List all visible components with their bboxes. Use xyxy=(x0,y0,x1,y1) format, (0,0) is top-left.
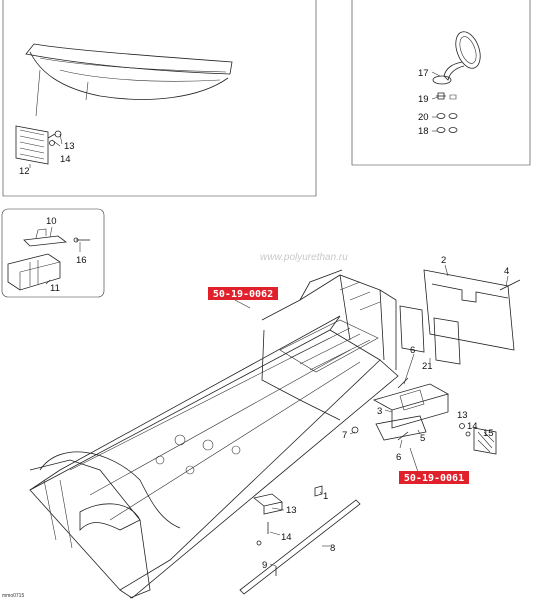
bolt-6-lower xyxy=(397,431,409,441)
callout-14-rear: 14 xyxy=(467,421,478,432)
callout-17: 17 xyxy=(418,68,429,79)
screw-13-rear xyxy=(459,423,465,429)
reflector-12 xyxy=(15,125,49,165)
callout-20: 20 xyxy=(418,112,429,123)
inset-frame-seat-reflector xyxy=(2,0,317,197)
callout-13-inset: 13 xyxy=(64,141,75,152)
callout-3: 3 xyxy=(377,406,382,417)
callout-9: 9 xyxy=(262,560,267,571)
nut-18 xyxy=(436,127,458,133)
callout-10: 10 xyxy=(46,216,57,227)
light-bracket-3 xyxy=(372,383,450,429)
light-housing-10 xyxy=(23,228,68,247)
screw-13-inset xyxy=(47,130,62,139)
nut-14-inset xyxy=(49,140,55,146)
washer-20 xyxy=(436,113,458,119)
bolt-6-upper xyxy=(397,377,409,389)
drawing-code: mmo0715 xyxy=(2,593,24,599)
tunnel-frame xyxy=(29,315,399,599)
leader-lines xyxy=(29,71,509,567)
reference-tag-top-box xyxy=(208,287,278,300)
callout-4: 4 xyxy=(504,266,509,277)
reflector-15 xyxy=(473,427,497,455)
rear-rack xyxy=(261,269,397,421)
callout-15: 15 xyxy=(483,428,494,439)
screw-14-lower xyxy=(256,522,269,546)
callout-14-inset: 14 xyxy=(60,154,71,165)
callout-12: 12 xyxy=(19,166,30,177)
callout-2: 2 xyxy=(441,255,446,266)
reference-tag-bottom-box xyxy=(399,471,469,484)
taillight-11 xyxy=(7,253,61,291)
watermark: www.polyurethan.ru xyxy=(260,252,348,263)
rivet-1 xyxy=(314,485,323,497)
callout-18: 18 xyxy=(418,126,429,137)
trim-strip-8 xyxy=(239,499,361,595)
mud-flap-2 xyxy=(423,269,515,351)
callout-5: 5 xyxy=(420,433,425,444)
seat-cowl xyxy=(25,43,233,117)
reference-tag-top: 50-19-0062 xyxy=(213,289,273,300)
nut-14-rear xyxy=(465,431,471,437)
mirror-17 xyxy=(432,31,481,85)
light-13-lower xyxy=(253,493,283,515)
flap-bracket-21 xyxy=(399,305,461,365)
callout-7: 7 xyxy=(342,430,347,441)
callout-14-lower: 14 xyxy=(281,532,292,543)
callout-21: 21 xyxy=(422,361,433,372)
rivet-7 xyxy=(351,426,359,434)
callout-11: 11 xyxy=(50,283,60,294)
callout-6-upper: 6 xyxy=(410,345,415,356)
callout-6-lower: 6 xyxy=(396,452,401,463)
callout-16: 16 xyxy=(76,255,87,266)
callout-13-lower: 13 xyxy=(286,505,297,516)
callout-1: 1 xyxy=(323,491,328,502)
screw-19 xyxy=(436,92,457,100)
lower-bracket-5 xyxy=(375,415,427,441)
callout-8: 8 xyxy=(330,543,335,554)
front-frame xyxy=(29,451,181,599)
inset-frame-light xyxy=(1,208,105,298)
inset-frame-mirror xyxy=(351,0,531,166)
screw-16 xyxy=(73,237,90,243)
callout-19: 19 xyxy=(418,94,429,105)
flap-screw-4 xyxy=(499,279,521,291)
callout-13-rear: 13 xyxy=(457,410,468,421)
reference-tag-bottom: 50-19-0061 xyxy=(404,473,464,484)
